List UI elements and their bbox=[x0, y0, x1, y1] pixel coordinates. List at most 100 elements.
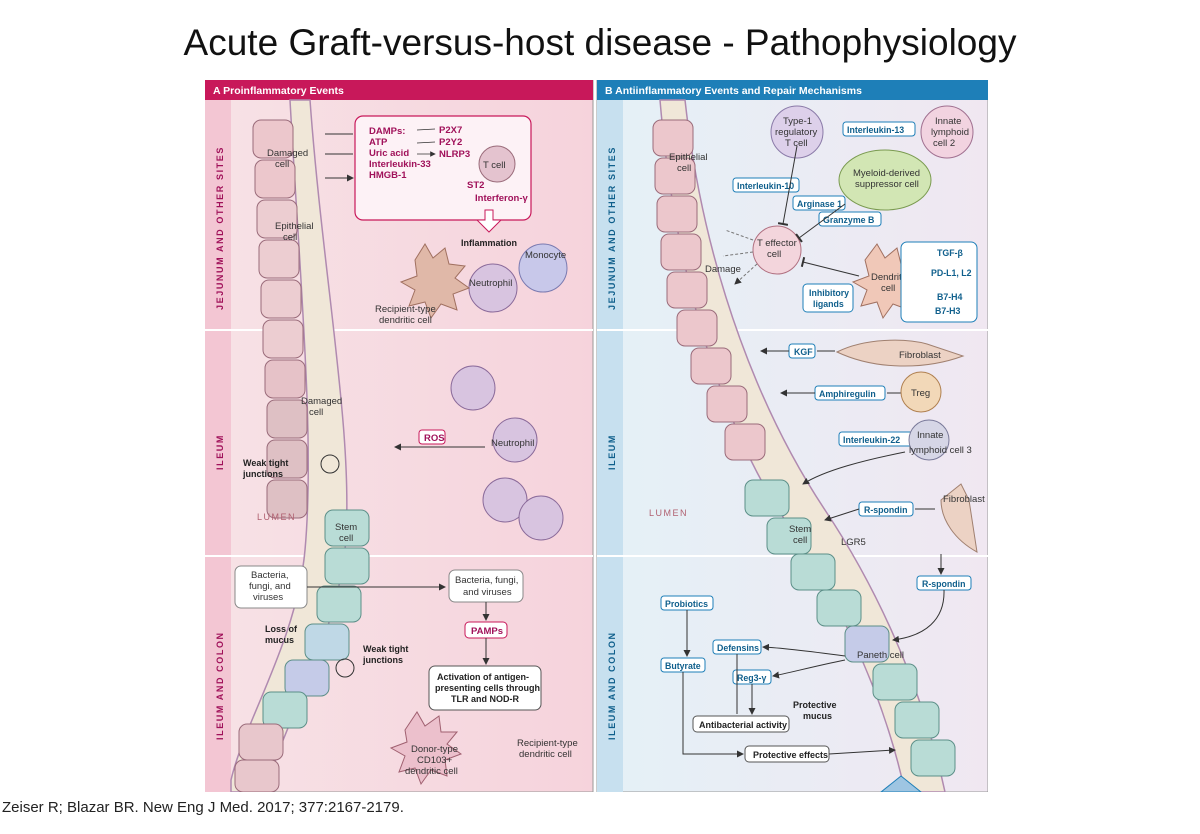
ilc2-cell bbox=[920, 105, 974, 159]
protective-mucus-1: Protective bbox=[793, 700, 837, 710]
panel-b-stem-1: Stem bbox=[789, 524, 811, 535]
t-effector-1: T effector bbox=[757, 238, 797, 249]
donor-dc-2: CD103+ bbox=[417, 755, 453, 766]
activation-box bbox=[428, 665, 542, 711]
donor-dc-1: Donor-type bbox=[411, 744, 458, 755]
ilc2-3: cell 2 bbox=[933, 138, 955, 149]
ilc3-2: lymphoid cell 3 bbox=[909, 445, 972, 456]
panel-a-stem-cell-1: Stem bbox=[335, 522, 357, 533]
panel-a-damaged-cell-ileum-1: Damaged bbox=[301, 396, 342, 407]
ligands-box bbox=[900, 241, 978, 323]
damps-uric-acid: Uric acid bbox=[369, 148, 409, 159]
ligand-b7h4: B7-H4 bbox=[937, 292, 963, 302]
fibroblast-1-label: Fibroblast bbox=[899, 350, 941, 361]
recipient-dendritic-cell bbox=[399, 243, 471, 320]
activation-3: TLR and NOD-R bbox=[451, 694, 519, 704]
panel-b: B Antiinflammatory Events and Repair Mec… bbox=[596, 79, 989, 793]
dendritic-b-2: cell bbox=[881, 283, 895, 294]
probiotics-label: Probiotics bbox=[665, 599, 708, 609]
pathophysiology-figure: A Proinflammatory Events JEJUNUM AND OTH… bbox=[204, 79, 989, 793]
weak-tight-colon-2: junctions bbox=[362, 655, 403, 665]
panel-a-damaged-cell-ileum-2: cell bbox=[309, 407, 323, 418]
panel-a-section-ileum: ILEUM bbox=[215, 434, 225, 470]
inhibitory-box bbox=[802, 283, 854, 313]
treg-label: Treg bbox=[911, 388, 930, 399]
damps-heading: DAMPs: bbox=[369, 126, 405, 137]
arginase-box bbox=[792, 195, 846, 211]
panel-a-section-ileum-colon: ILEUM AND COLON bbox=[215, 631, 225, 740]
panel-b-header: B Antiinflammatory Events and Repair Mec… bbox=[605, 85, 862, 97]
treg1-3: T cell bbox=[785, 138, 808, 149]
ligand-tgfb: TGF-β bbox=[937, 248, 964, 258]
panel-b-lumen: LUMEN bbox=[649, 508, 688, 518]
granzyme-label: Granzyme B bbox=[823, 215, 874, 225]
receptor-nlrp3: NLRP3 bbox=[439, 149, 470, 160]
neutrophil-cell-2 bbox=[450, 365, 496, 411]
treg1-1: Type-1 bbox=[783, 116, 812, 127]
loss-mucus-1: Loss of bbox=[265, 624, 298, 634]
neutrophil-cell-4 bbox=[482, 477, 528, 523]
treg1-2: regulatory bbox=[775, 127, 817, 138]
monocyte-label: Monocyte bbox=[525, 250, 566, 261]
mdsc-2: suppressor cell bbox=[855, 179, 919, 190]
bacteria-left-2: fungi, and bbox=[249, 581, 291, 592]
inflammation-label: Inflammation bbox=[461, 238, 517, 248]
interferon-label: Interferon-γ bbox=[475, 193, 529, 204]
ilc3-1: Innate bbox=[917, 430, 943, 441]
ilc2-2: lymphoid bbox=[931, 127, 969, 138]
fibroblast-2 bbox=[940, 483, 978, 553]
il22-label: Interleukin-22 bbox=[843, 435, 900, 445]
ros-box bbox=[418, 429, 446, 445]
panel-a-epithelial-label-2: cell bbox=[283, 232, 297, 243]
panel-a-epithelium bbox=[234, 119, 370, 793]
il10-box bbox=[732, 177, 800, 193]
bacteria-box-1: Bacteria, fungi, bbox=[455, 575, 518, 586]
arginase-label: Arginase 1 bbox=[797, 199, 842, 209]
panel-a-header-bar bbox=[205, 80, 593, 100]
il13-label: Interleukin-13 bbox=[847, 125, 904, 135]
inhibitory-1: Inhibitory bbox=[809, 288, 849, 298]
activation-2: presenting cells through bbox=[435, 683, 540, 693]
panel-b-section-ileum-colon: ILEUM AND COLON bbox=[607, 631, 617, 740]
defensins-label: Defensins bbox=[717, 643, 759, 653]
panel-a-stem-cell-2: cell bbox=[339, 533, 353, 544]
bacteria-left-3: viruses bbox=[253, 592, 283, 603]
panel-a-epithelial-label-1: Epithelial bbox=[275, 221, 314, 232]
fibroblast-2-label: Fibroblast bbox=[943, 494, 985, 505]
amphiregulin-label: Amphiregulin bbox=[819, 389, 876, 399]
ilc2-1: Innate bbox=[935, 116, 961, 127]
weak-tight-label-2: junctions bbox=[242, 469, 283, 479]
damps-atp: ATP bbox=[369, 137, 388, 148]
reg3-label: Reg3-γ bbox=[737, 673, 766, 683]
protective-mucus-2: mucus bbox=[803, 711, 832, 721]
recipient-dc-label-2: dendritic cell bbox=[379, 315, 432, 326]
type1-treg-cell bbox=[770, 105, 824, 159]
t-cell-label: T cell bbox=[483, 160, 506, 171]
rspondin-label-2: R-spondin bbox=[922, 579, 966, 589]
damps-box bbox=[354, 115, 532, 221]
damage-label: Damage bbox=[705, 264, 741, 275]
butyrate-label: Butyrate bbox=[665, 661, 701, 671]
donor-dendritic-cell bbox=[389, 711, 463, 786]
panel-b-section-jejunum: JEJUNUM AND OTHER SITES bbox=[607, 146, 617, 310]
panel-b-header-bar bbox=[597, 80, 988, 100]
t-cell-shape bbox=[478, 145, 516, 183]
antibacterial-box bbox=[692, 715, 790, 733]
damps-interleukin-33: Interleukin-33 bbox=[369, 159, 431, 170]
damps-hmgb1: HMGB-1 bbox=[369, 170, 407, 181]
neutrophil-cell-3 bbox=[492, 417, 538, 463]
bacteria-box-2: and viruses bbox=[463, 587, 512, 598]
panel-a-section-jejunum: JEJUNUM AND OTHER SITES bbox=[215, 146, 225, 310]
st2-label: ST2 bbox=[467, 180, 484, 191]
ligand-pdl: PD-L1, L2 bbox=[931, 268, 972, 278]
mdsc-1: Myeloid-derived bbox=[853, 168, 920, 179]
pamps-label: PAMPs bbox=[471, 626, 503, 637]
inhibitory-2: ligands bbox=[813, 299, 844, 309]
panel-b-epithelial-1: Epithelial bbox=[669, 152, 708, 163]
t-effector-cell bbox=[752, 225, 802, 275]
weak-tight-colon-1: Weak tight bbox=[363, 644, 408, 654]
il10-label: Interleukin-10 bbox=[737, 181, 794, 191]
panel-a-lumen: LUMEN bbox=[257, 512, 296, 522]
bacteria-left-1: Bacteria, bbox=[251, 570, 289, 581]
panel-a-damaged-cell-label-2: cell bbox=[275, 159, 289, 170]
